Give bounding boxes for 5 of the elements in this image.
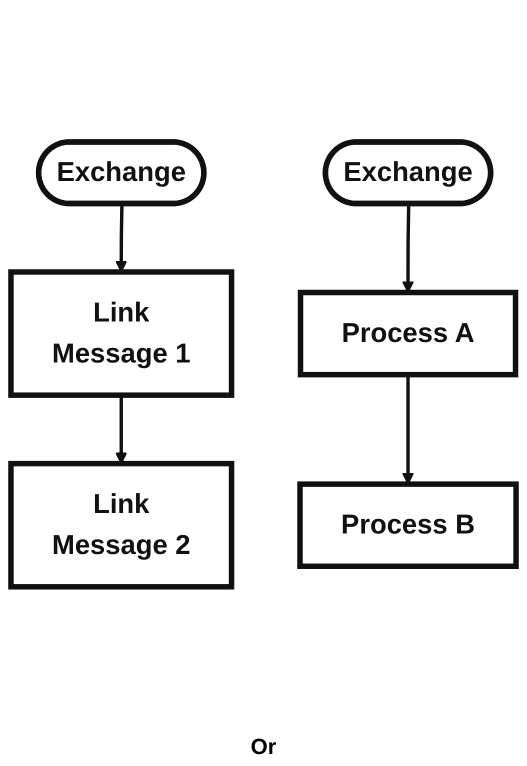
node-box: Process A	[298, 289, 518, 377]
node-box: Link Message 2	[8, 460, 234, 590]
note-text: Or	[250, 734, 276, 760]
node-box: Process B	[297, 481, 519, 569]
node-box: Link Message 1	[8, 268, 234, 398]
